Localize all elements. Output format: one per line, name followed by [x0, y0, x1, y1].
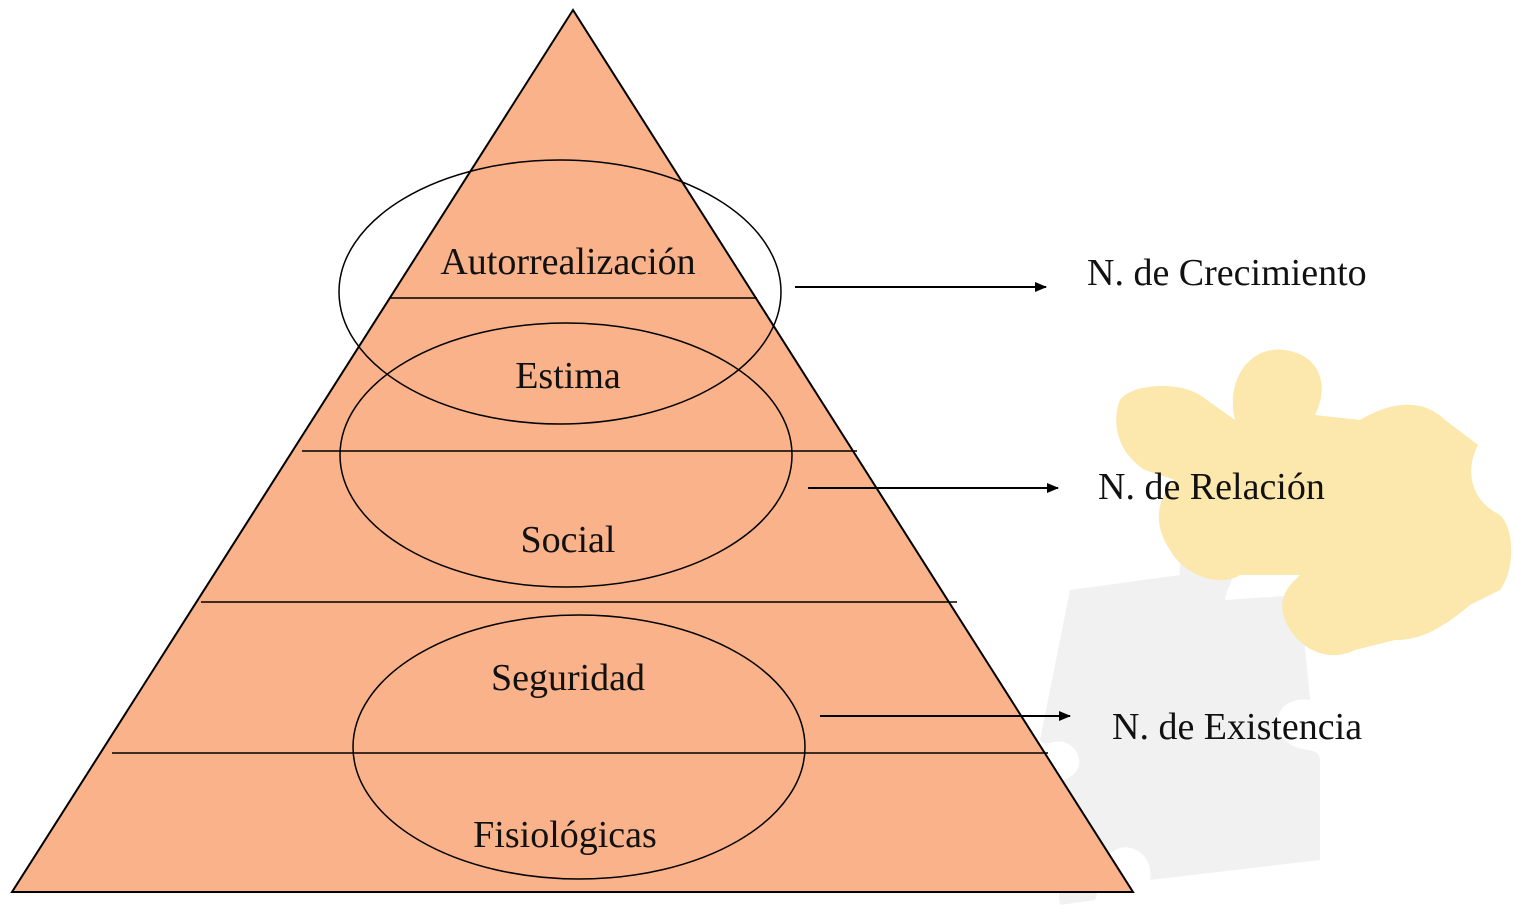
puzzle-decoration: [1040, 349, 1512, 905]
level-label-fisiologicas: Fisiológicas: [473, 814, 657, 856]
group-label-relacion: N. de Relación: [1098, 466, 1325, 508]
level-label-seguridad: Seguridad: [491, 657, 645, 699]
level-label-social: Social: [521, 519, 616, 561]
growth-needs-ellipse: [338, 159, 782, 425]
group-label-existencia: N. de Existencia: [1112, 706, 1362, 748]
group-label-crecimiento: N. de Crecimiento: [1087, 252, 1367, 294]
puzzle-piece-yellow-icon: [1116, 349, 1512, 656]
existence-needs-ellipse: [352, 614, 806, 880]
level-label-estima: Estima: [515, 355, 621, 397]
relation-needs-ellipse: [339, 322, 793, 588]
puzzle-piece-white-icon: [1040, 542, 1320, 905]
level-label-autorrealizacion: Autorrealización: [440, 241, 695, 283]
